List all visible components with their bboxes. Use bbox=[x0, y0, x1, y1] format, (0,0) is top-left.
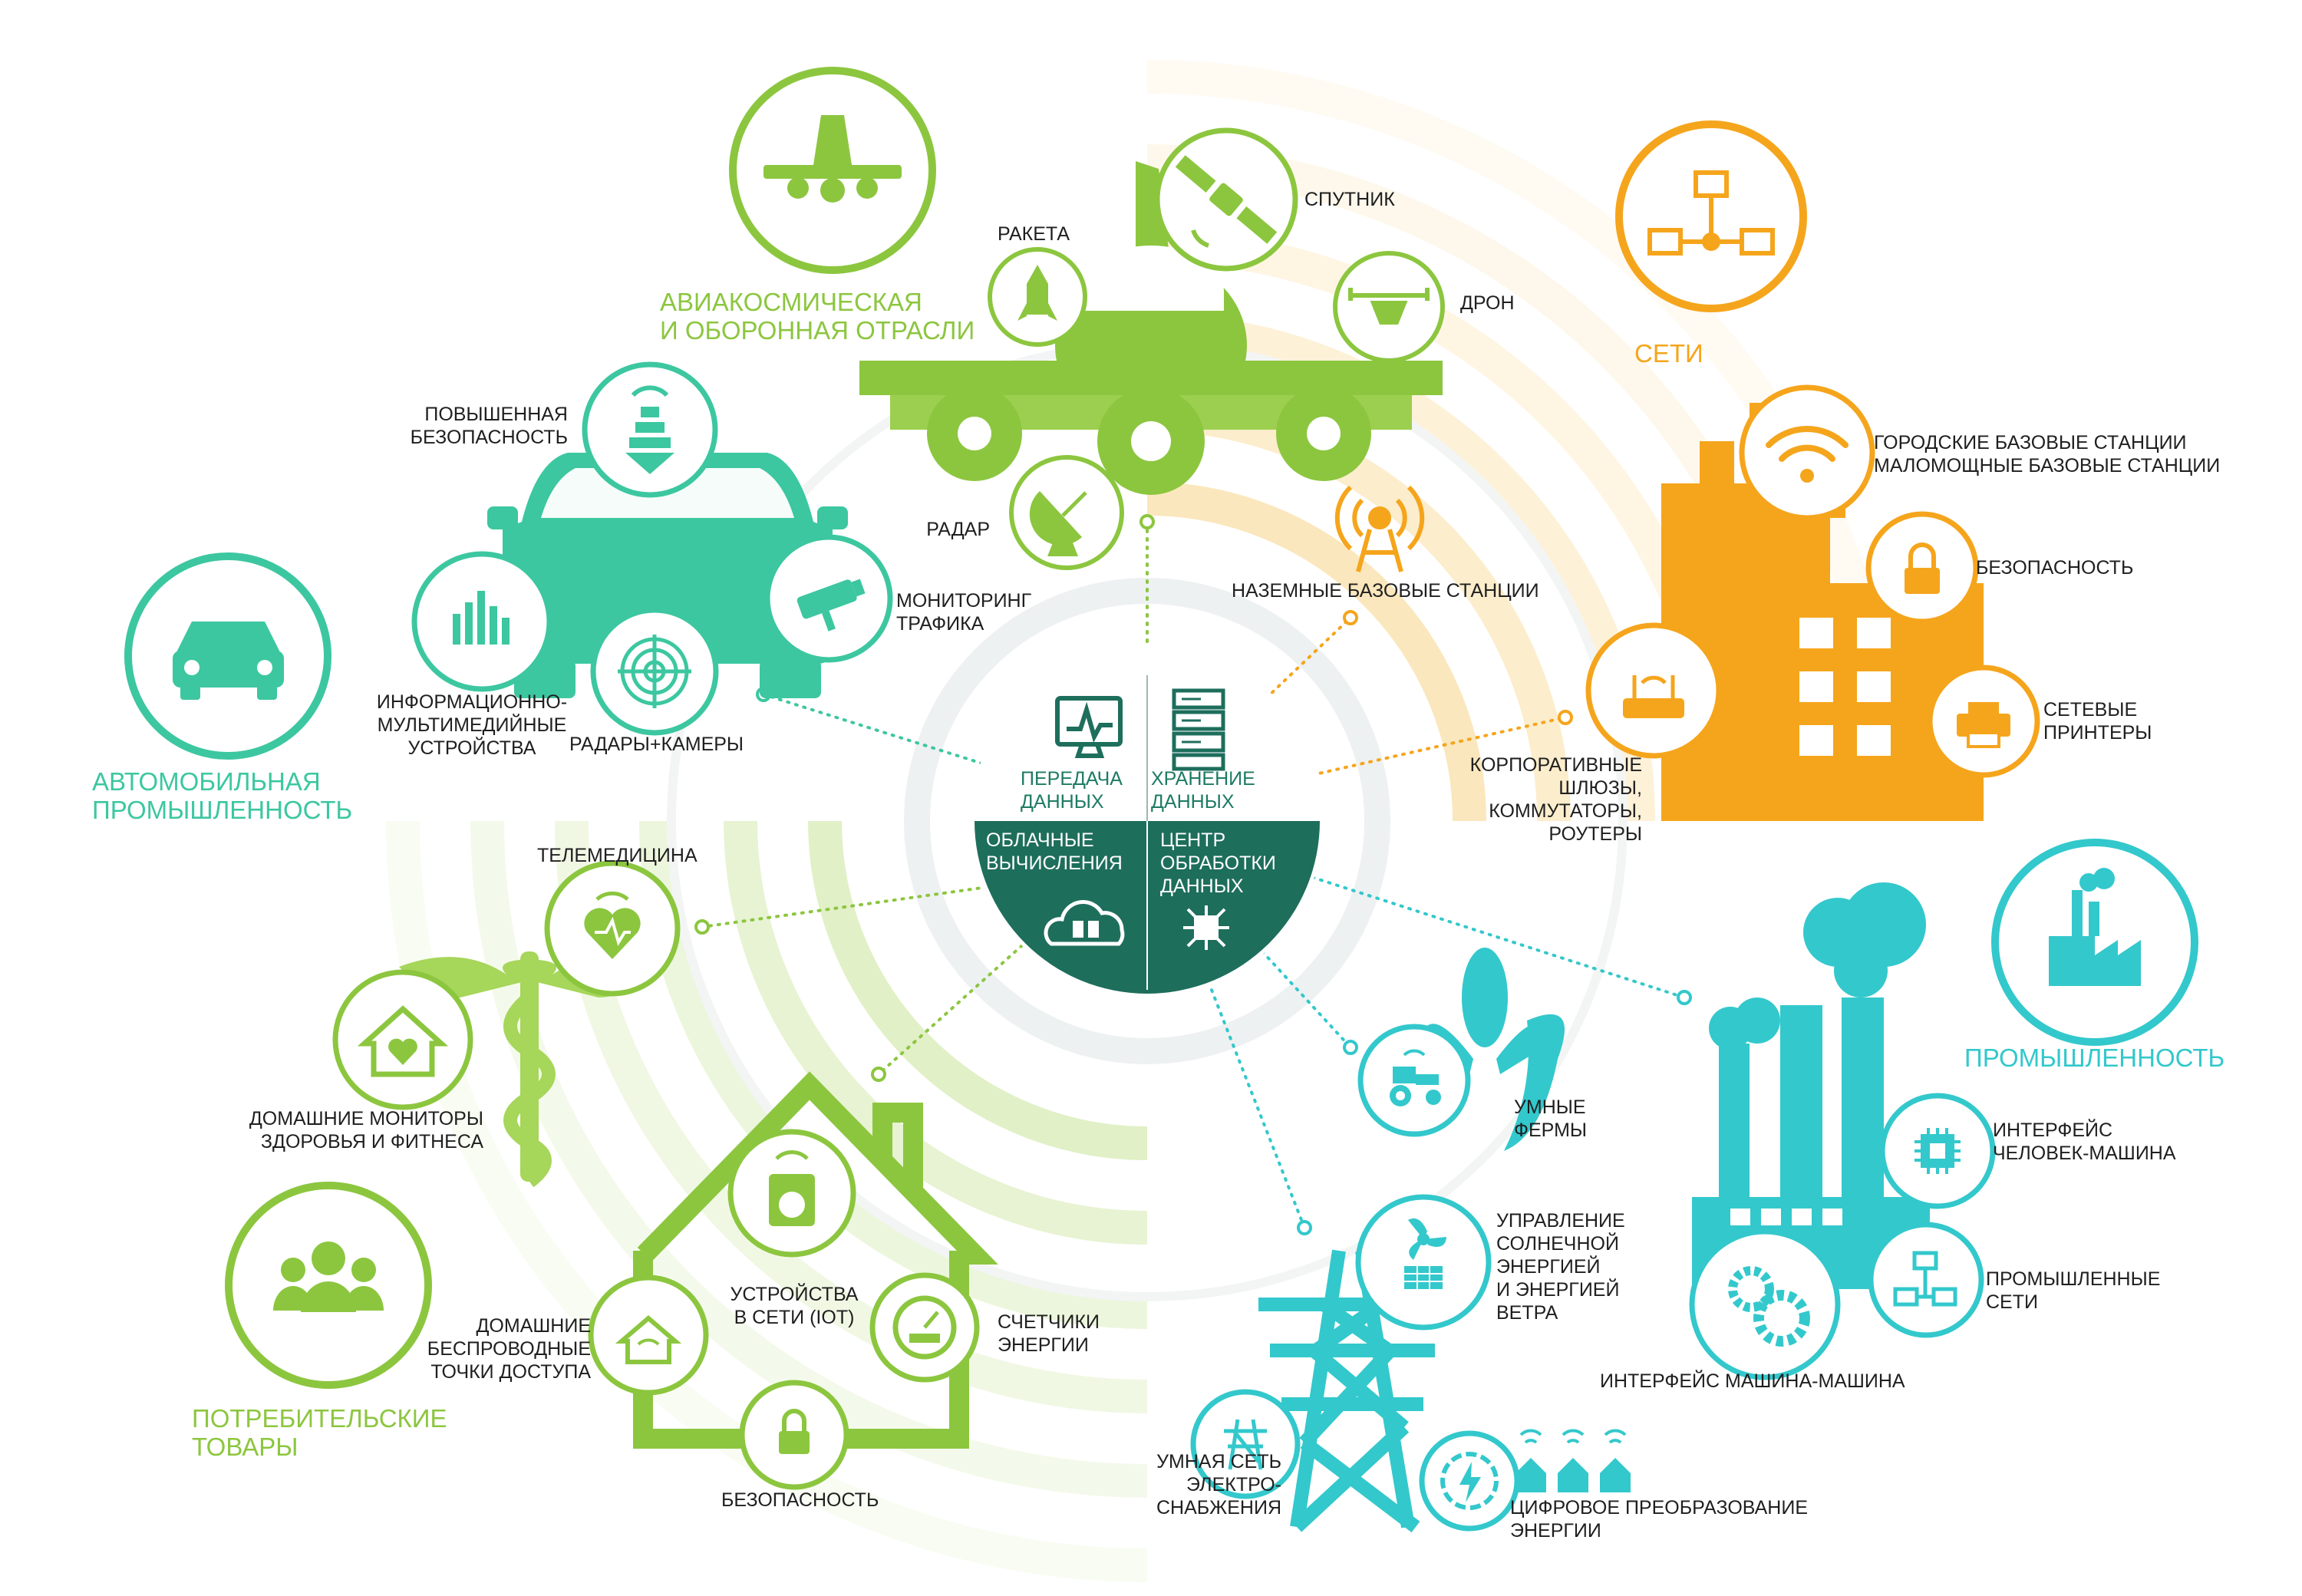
telemedicine-icon bbox=[544, 860, 681, 997]
label-satellite: СПУТНИК bbox=[1304, 189, 1395, 210]
label-drone: ДРОН bbox=[1460, 292, 1515, 314]
label-home-security: БЕЗОПАСНОСТЬ bbox=[721, 1489, 879, 1511]
server-icon bbox=[1172, 688, 1225, 771]
home-health-icon bbox=[332, 969, 473, 1110]
hub-label-data-transfer: ПЕРЕДАЧА ДАННЫХ bbox=[1021, 768, 1123, 813]
label-ground-stations: НАЗЕМНЫЕ БАЗОВЫЕ СТАНЦИИ bbox=[1232, 580, 1539, 602]
label-network-security: БЕЗОПАСНОСТЬ bbox=[1976, 557, 2134, 579]
cloud-icon bbox=[1044, 899, 1125, 946]
hub-label-data-storage: ХРАНЕНИЕ ДАННЫХ bbox=[1151, 768, 1255, 813]
car-illustration bbox=[487, 453, 848, 698]
label-city-stations: ГОРОДСКИЕ БАЗОВЫЕ СТАНЦИИ МАЛОМОЩНЫЕ БАЗ… bbox=[1874, 432, 2221, 476]
monitor-icon bbox=[1055, 696, 1123, 758]
factory-icon bbox=[2049, 868, 2141, 986]
sector-title-networks: СЕТИ bbox=[1634, 339, 1703, 368]
radar-dish-icon bbox=[1009, 455, 1124, 570]
corn-illustration bbox=[1420, 948, 1565, 1151]
hub bbox=[971, 645, 1324, 998]
label-enhanced-safety: ПОВЫШЕННАЯ БЕЗОПАСНОСТЬ bbox=[410, 404, 568, 448]
hub-label-cloud-computing: ОБЛАЧНЫЕ ВЫЧИСЛЕНИЯ bbox=[986, 829, 1123, 874]
smart-homes-icons bbox=[1515, 1429, 1631, 1492]
energy-meter-icon bbox=[869, 1272, 980, 1383]
chip-icon bbox=[1879, 1093, 1996, 1209]
label-m2m: ИНТЕРФЕЙС МАШИНА-МАШИНА bbox=[1600, 1370, 1905, 1392]
network-icon bbox=[1647, 170, 1775, 256]
label-industrial-networks: ПРОМЫШЛЕННЫЕ СЕТИ bbox=[1986, 1268, 2161, 1313]
industry-badge bbox=[1991, 839, 2198, 1046]
label-gateways: КОРПОРАТИВНЫЕ ШЛЮЗЫ, КОММУТАТОРЫ, РОУТЕР… bbox=[1469, 754, 1642, 845]
label-iot-devices: УСТРОЙСТВА В СЕТИ (IoT) bbox=[730, 1284, 859, 1328]
ground-antenna-icon bbox=[1334, 485, 1425, 572]
aerospace-badge bbox=[729, 67, 936, 274]
label-radar-cameras: РАДАРЫ+КАМЕРЫ bbox=[569, 734, 744, 755]
gears-icon bbox=[1689, 1228, 1841, 1380]
circuit-icon bbox=[1183, 905, 1229, 950]
sector-title-automotive: АВТОМОБИЛЬНАЯ ПРОМЫШЛЕННОСТЬ bbox=[92, 767, 353, 824]
industrial-network-icon bbox=[1868, 1222, 1984, 1338]
people-icon bbox=[273, 1242, 384, 1312]
label-home-health: ДОМАШНИЕ МОНИТОРЫ ЗДОРОВЬЯ И ФИТНЕСА bbox=[249, 1108, 483, 1152]
automotive-badge bbox=[124, 552, 331, 760]
router-icon bbox=[1585, 622, 1722, 759]
hub-label-data-center: ЦЕНТР ОБРАБОТКИ ДАННЫХ bbox=[1160, 829, 1276, 897]
label-traffic-monitoring: МОНИТОРИНГ ТРАФИКА bbox=[896, 590, 1032, 635]
printer-icon bbox=[1927, 664, 2040, 778]
car-icon bbox=[173, 622, 284, 700]
power-conversion-icon bbox=[1419, 1430, 1520, 1532]
airplane-illustration bbox=[859, 161, 1443, 495]
fan-solar-icon bbox=[1355, 1194, 1492, 1331]
traffic-camera-icon bbox=[764, 534, 893, 663]
home-lock-icon bbox=[739, 1380, 849, 1490]
label-smart-farms: УМНЫЕ ФЕРМЫ bbox=[1514, 1096, 1588, 1141]
sector-title-industry: ПРОМЫШЛЕННОСТЬ bbox=[1964, 1044, 2225, 1072]
airplane-icon bbox=[763, 115, 902, 203]
satellite-icon bbox=[1154, 127, 1298, 272]
connector-dots bbox=[694, 514, 1692, 1235]
grid-pylon-icon bbox=[1190, 1389, 1301, 1499]
wifi-icon bbox=[1739, 384, 1875, 521]
label-power-conversion: ЦИФРОВОЕ ПРЕОБРАЗОВАНИЕ ЭНЕРГИИ bbox=[1510, 1497, 1809, 1542]
factory-illustration bbox=[1692, 882, 1930, 1289]
label-energy-meters: СЧЕТЧИКИ ЭНЕРГИИ bbox=[998, 1311, 1100, 1356]
radar-target-icon bbox=[590, 607, 719, 736]
equalizer-icon bbox=[411, 551, 552, 692]
label-rocket: РАКЕТА bbox=[998, 223, 1070, 245]
label-network-printers: СЕТЕВЫЕ ПРИНТЕРЫ bbox=[2043, 699, 2152, 744]
label-hmi: ИНТЕРФЕЙС ЧЕЛОВЕК-МАШИНА bbox=[1993, 1120, 2176, 1164]
label-infotainment: ИНФОРМАЦИОННО- МУЛЬТИМЕДИЙНЫЕ УСТРОЙСТВА bbox=[376, 691, 568, 759]
lock-icon bbox=[1865, 511, 1979, 625]
sector-title-aerospace: АВИАКОСМИЧЕСКАЯ И ОБОРОННАЯ ОТРАСЛИ bbox=[660, 288, 975, 345]
tractor-icon bbox=[1357, 1024, 1471, 1137]
label-telemedicine: ТЕЛЕМЕДИЦИНА bbox=[537, 845, 698, 866]
label-smart-grid: УМНАЯ СЕТЬ ЭЛЕКТРО- СНАБЖЕНИЯ bbox=[1156, 1451, 1281, 1519]
networks-badge bbox=[1615, 120, 1807, 312]
sector-title-consumer: ПОТРЕБИТЕЛЬСКИЕ ТОВАРЫ bbox=[192, 1404, 447, 1461]
safety-beacon-icon bbox=[582, 361, 718, 498]
drone-icon bbox=[1333, 251, 1445, 363]
home-wifi-icon bbox=[588, 1274, 709, 1396]
consumer-badge bbox=[225, 1182, 432, 1389]
rocket-icon bbox=[988, 247, 1087, 347]
label-radar: РАДАР bbox=[926, 519, 990, 540]
label-access-points: ДОМАШНИЕ БЕСПРОВОДНЫЕ ТОЧКИ ДОСТУПА bbox=[427, 1315, 591, 1383]
label-solar-wind: УПРАВЛЕНИЕ СОЛНЕЧНОЙ ЭНЕРГИЕЙ И ЭНЕРГИЕЙ… bbox=[1496, 1210, 1625, 1324]
washing-machine-icon bbox=[727, 1129, 856, 1258]
